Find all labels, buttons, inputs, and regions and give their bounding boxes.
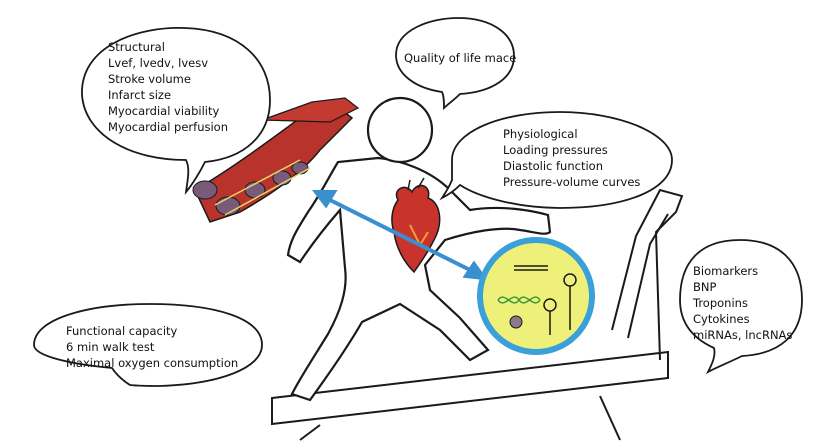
structural-line-3: Stroke volume <box>108 72 191 86</box>
functional-line-2: 6 min walk test <box>66 340 155 354</box>
bubble-biomarkers <box>679 239 803 375</box>
cell-icon <box>509 315 523 329</box>
structural-line-1: Structural <box>108 40 165 54</box>
bubble-functional <box>33 303 263 387</box>
physiological-line-1: Physiological <box>503 127 578 141</box>
functional-list: Functional capacity 6 min walk test Maxi… <box>66 323 238 371</box>
runner-icon <box>286 96 552 402</box>
physiological-list: Physiological Loading pressures Diastoli… <box>503 126 640 190</box>
biomarkers-line-5: miRNAs, lncRNAs <box>693 328 793 342</box>
biomarkers-line-2: BNP <box>693 280 717 294</box>
physiological-line-4: Pressure-volume curves <box>503 175 641 189</box>
muscle-fibers-icon <box>192 97 360 223</box>
biomarkers-line-3: Troponins <box>693 296 748 310</box>
bubble-quality <box>395 17 515 111</box>
molecular-lens <box>477 237 595 355</box>
physiological-line-2: Loading pressures <box>503 143 608 157</box>
structural-list: Structural Lvef, lvedv, lvesv Stroke vol… <box>108 39 228 135</box>
bubble-physiological <box>439 111 673 209</box>
structural-line-6: Myocardial perfusion <box>108 120 229 134</box>
structural-line-4: Infarct size <box>108 88 172 102</box>
bubble-structural <box>81 27 271 195</box>
biomarkers-line-4: Cytokines <box>693 312 750 326</box>
functional-line-1: Functional capacity <box>66 324 178 338</box>
structural-line-2: Lvef, lvedv, lvesv <box>108 56 209 70</box>
dna-helix-icon <box>497 296 541 304</box>
biomarkers-line-1: Biomarkers <box>693 264 759 278</box>
link-arrow <box>311 190 489 281</box>
physiological-line-3: Diastolic function <box>503 159 603 173</box>
functional-line-3: Maximal oxygen consumption <box>66 356 239 370</box>
quality-line-1: Quality of life mace <box>404 51 517 65</box>
treadmill-icon <box>271 188 684 441</box>
rna-hairpin-icon <box>514 265 577 335</box>
quality-list: Quality of life mace <box>404 50 516 66</box>
structural-line-5: Myocardial viability <box>108 104 220 118</box>
biomarkers-list: Biomarkers BNP Troponins Cytokines miRNA… <box>693 263 792 343</box>
